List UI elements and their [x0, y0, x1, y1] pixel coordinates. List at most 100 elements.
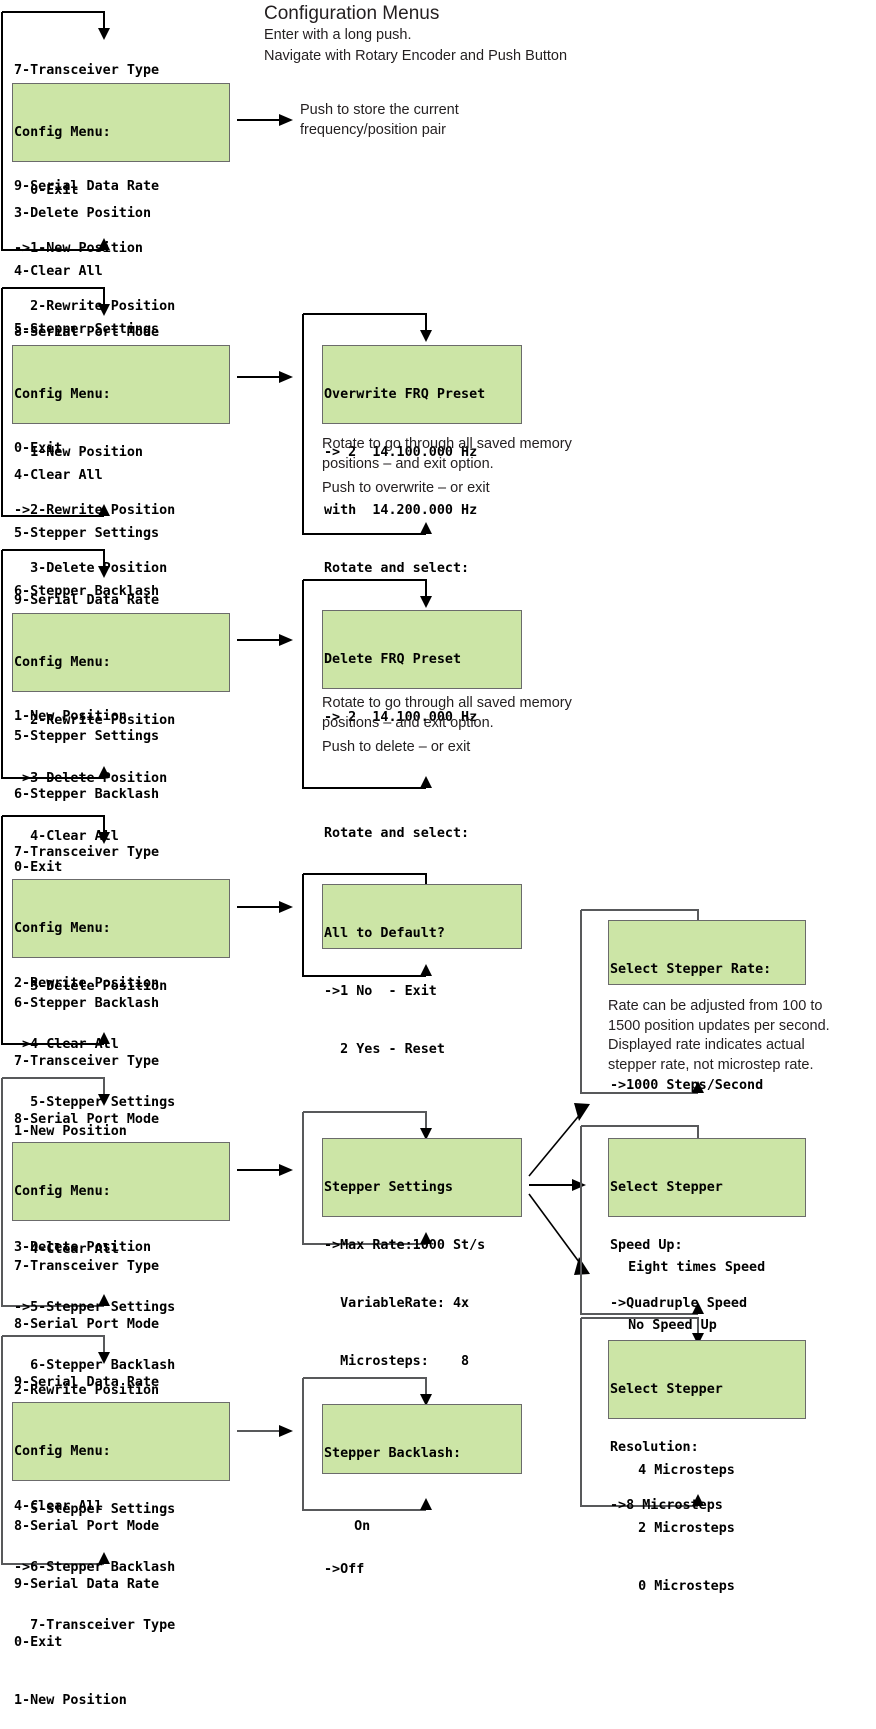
note-line: Push to store the current: [300, 102, 459, 118]
arrow-to-detail-stepper-settings: [237, 1164, 293, 1176]
menu-item[interactable]: 6-Stepper Backlash: [14, 995, 160, 1011]
lcd-line[interactable]: 2 Yes - Reset: [324, 1041, 445, 1057]
lcd-line: Select Stepper Rate:: [610, 961, 772, 977]
lcd-line: Stepper Settings: [324, 1179, 453, 1195]
note-line: positions – and exit option.: [322, 714, 494, 731]
lcd-line-selected[interactable]: -> 2 14.100.000 Hz: [324, 444, 478, 460]
menu-item[interactable]: Eight times Speed: [612, 1259, 766, 1275]
arrow-to-detail-stepper-backlash: [237, 1425, 293, 1437]
lcd-line: Select Stepper: [610, 1381, 723, 1397]
menu-item[interactable]: 0-Exit: [14, 859, 63, 875]
note-line: Rotate to go through all saved memory: [322, 436, 572, 452]
note-stepper-rate: Rate can be adjusted from 100 to 1500 po…: [608, 997, 830, 1075]
lcd-line[interactable]: 4-Clear All: [14, 1241, 119, 1257]
lcd-line-selected[interactable]: ->1 No - Exit: [324, 983, 437, 999]
lcd-line[interactable]: 3-Delete Position: [14, 978, 168, 994]
lcd-line[interactable]: Microsteps: 8: [324, 1353, 470, 1369]
menu-item[interactable]: 5-Stepper Settings: [14, 525, 160, 541]
menu-item[interactable]: 4-Clear All: [14, 467, 103, 483]
lcd-line: Delete FRQ Preset: [324, 651, 462, 667]
menu-item[interactable]: No Speed Up: [612, 1317, 717, 1333]
lcd-line: Stepper Backlash:: [324, 1445, 462, 1461]
menu-item[interactable]: 7-Transceiver Type: [14, 1258, 160, 1274]
note-new-position: Push to store the current frequency/posi…: [300, 101, 459, 140]
menu-item[interactable]: 9-Serial Data Rate: [14, 1576, 160, 1592]
lcd-line-selected[interactable]: ->1-New Position: [14, 240, 143, 256]
lcd-line: Rotate and select:: [324, 560, 470, 576]
menu-item[interactable]: 9-Serial Data Rate: [14, 178, 160, 194]
note-line: stepper rate, not microstep rate.: [608, 1056, 814, 1073]
lcd-line: Config Menu:: [14, 124, 111, 140]
lcd-line-selected[interactable]: ->4-Clear All: [14, 1036, 119, 1052]
lcd-line-selected[interactable]: ->2-Rewrite Position: [14, 502, 176, 518]
menu-item[interactable]: 8-Serial Port Mode: [14, 1518, 160, 1534]
lcd-panel-stepper-settings: Stepper Settings ->Max Rate:1000 St/s Va…: [322, 1138, 522, 1369]
menu-item[interactable]: 5-Stepper Settings: [14, 728, 160, 744]
menu-item[interactable]: 6-Stepper Backlash: [14, 786, 160, 802]
lcd-line-selected[interactable]: ->6-Stepper Backlash: [14, 1559, 176, 1575]
lcd-line: All to Default?: [324, 925, 445, 941]
fanout-arrows-stepper-settings: [528, 1103, 590, 1275]
lcd-panel-select-stepper-rate: Select Stepper Rate: ->1000 Steps/Second: [608, 920, 806, 1093]
menu-item[interactable]: 8-Serial Port Mode: [14, 324, 160, 340]
lcd-line-selected[interactable]: ->3-Delete Position: [14, 770, 168, 786]
lcd-panel-config-menu-delete-position: Config Menu: 2-Rewrite Position ->3-Dele…: [12, 613, 230, 844]
lcd-line[interactable]: 5-Stepper Settings: [14, 1501, 176, 1517]
lcd-panel-overwrite-frq-preset: Overwrite FRQ Preset -> 2 14.100.000 Hz …: [322, 345, 522, 576]
lcd-panel-config-menu-stepper-backlash: Config Menu: 5-Stepper Settings ->6-Step…: [12, 1402, 230, 1633]
menu-item[interactable]: 3-Delete Position: [14, 1239, 152, 1255]
lcd-line: Config Menu:: [14, 920, 111, 936]
option-list-stepper-backlash: On: [322, 1478, 370, 1555]
lcd-line: Rotate and select:: [324, 825, 470, 841]
menu-item[interactable]: 4-Clear All: [14, 1498, 103, 1514]
lcd-line[interactable]: 7-Transceiver Type: [14, 1617, 176, 1633]
arrow-to-detail-delete-position: [237, 634, 293, 646]
menu-item[interactable]: 1-New Position: [14, 1123, 127, 1139]
menu-item[interactable]: 1-New Position: [14, 1692, 127, 1708]
note-line: 1500 position updates per second.: [608, 1017, 830, 1034]
menu-item[interactable]: 1-New Position: [14, 708, 127, 724]
lcd-line-selected[interactable]: -> 2 14.100.000 Hz: [324, 709, 478, 725]
lcd-panel-stepper-backlash: Stepper Backlash: ->Off: [322, 1404, 522, 1577]
lcd-panel-config-menu-clear-all: Config Menu: 3-Delete Position ->4-Clear…: [12, 879, 230, 1110]
menu-item[interactable]: 9-Serial Data Rate: [14, 592, 160, 608]
lcd-line-selected[interactable]: ->8 Microsteps: [610, 1497, 723, 1513]
header-instruction-1: Enter with a long push.: [264, 27, 412, 43]
menu-item[interactable]: 8-Serial Port Mode: [14, 1316, 160, 1332]
lcd-line-selected[interactable]: ->5-Stepper Settings: [14, 1299, 176, 1315]
lcd-line[interactable]: 2-Rewrite Position: [14, 712, 176, 728]
note-line: Push to overwrite – or exit: [322, 480, 490, 496]
menu-item[interactable]: 4 Microsteps: [622, 1462, 735, 1478]
menu-item[interactable]: 7-Transceiver Type: [14, 62, 160, 78]
menu-item[interactable]: 7-Transceiver Type: [14, 1053, 160, 1069]
lcd-line[interactable]: 0-Exit: [14, 182, 79, 198]
lcd-line-selected[interactable]: ->Quadruple Speed: [610, 1295, 748, 1311]
lcd-line[interactable]: VariableRate: 4x: [324, 1295, 470, 1311]
menu-item[interactable]: 0 Microsteps: [622, 1578, 735, 1594]
menu-item[interactable]: 0-Exit: [14, 1634, 63, 1650]
note-rewrite-position: Rotate to go through all saved memory po…: [322, 435, 572, 499]
lcd-panel-delete-frq-preset: Delete FRQ Preset -> 2 14.100.000 Hz Rot…: [322, 610, 522, 841]
page-header: Configuration Menus Enter with a long pu…: [264, 2, 864, 67]
lcd-line-selected[interactable]: ->Off: [324, 1561, 365, 1577]
menu-item[interactable]: 0-Exit: [14, 440, 63, 456]
lcd-line[interactable]: 1-New Position: [14, 444, 143, 460]
note-line: Rotate to go through all saved memory: [322, 695, 572, 711]
lcd-line: Overwrite FRQ Preset: [324, 386, 486, 402]
page-title: Configuration Menus: [264, 3, 440, 24]
menu-item[interactable]: On: [338, 1518, 371, 1534]
menu-item[interactable]: 2-Rewrite Position: [14, 1382, 160, 1398]
lcd-line: with 14.200.000 Hz: [324, 502, 478, 518]
menu-item[interactable]: 2 Microsteps: [622, 1520, 735, 1536]
note-line: frequency/position pair: [300, 121, 446, 138]
lcd-panel-config-menu-new-position: Config Menu: 0-Exit ->1-New Position 2-R…: [12, 83, 230, 314]
menu-item[interactable]: 3-Delete Position: [14, 205, 152, 221]
lcd-line-selected[interactable]: ->1000 Steps/Second: [610, 1077, 764, 1093]
menu-item[interactable]: 4-Clear All: [14, 263, 103, 279]
option-list-stepper-resolution: 4 Microsteps 2 Microsteps 0 Microsteps: [608, 1422, 735, 1615]
lcd-line-selected[interactable]: ->Max Rate:1000 St/s: [324, 1237, 486, 1253]
lcd-line: Speed Up:: [610, 1237, 683, 1253]
menu-item[interactable]: 2-Rewrite Position: [14, 975, 160, 991]
lcd-panel-select-stepper-resolution: Select Stepper Resolution: ->8 Microstep…: [608, 1340, 806, 1513]
note-delete-position: Rotate to go through all saved memory po…: [322, 694, 572, 758]
